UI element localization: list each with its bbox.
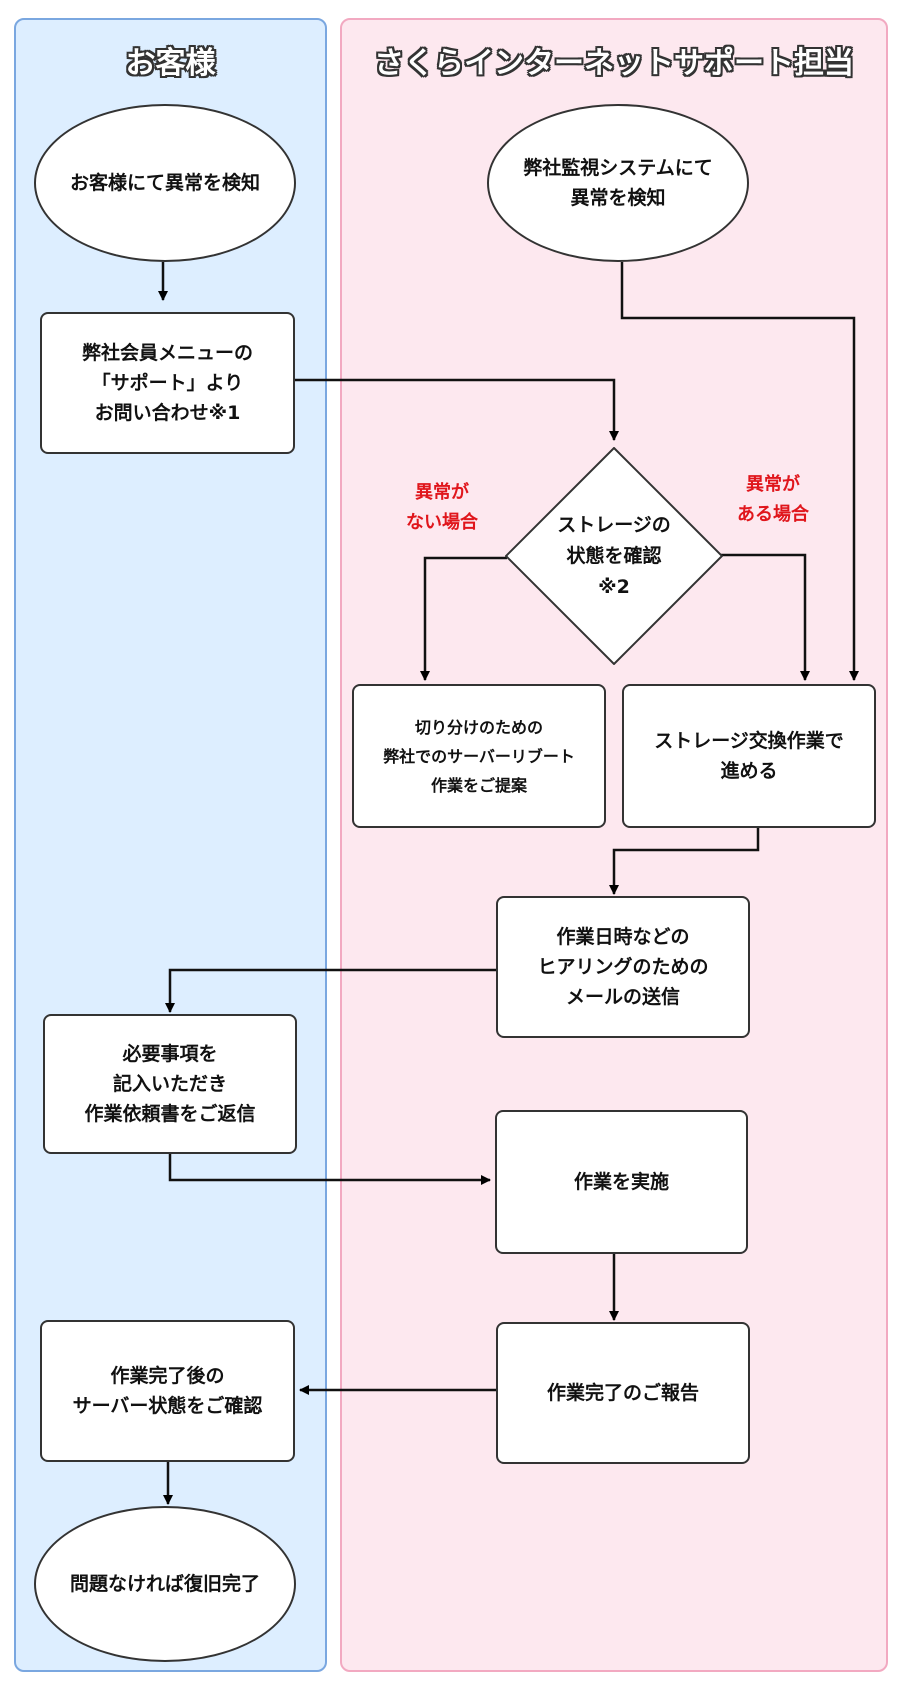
- node-check-storage: ストレージの 状態を確認 ※2: [504, 446, 724, 666]
- node-confirm-server: 作業完了後の サーバー状態をご確認: [40, 1320, 295, 1462]
- node-inquiry: 弊社会員メニューの 「サポート」より お問い合わせ※1: [40, 312, 295, 454]
- node-storage-replace: ストレージ交換作業で 進める: [622, 684, 876, 828]
- node-reply-form: 必要事項を 記入いただき 作業依頼書をご返信: [43, 1014, 297, 1154]
- node-system-detect: 弊社監視システムにて 異常を検知: [487, 104, 749, 262]
- edge-mail-to-reply: [165, 968, 496, 1013]
- lane-customer-title: お客様: [125, 46, 216, 81]
- node-propose-reboot: 切り分けのための 弊社でのサーバーリブート 作業をご提案: [352, 684, 606, 828]
- node-hearing-mail: 作業日時などの ヒアリングのための メールの送信: [496, 896, 750, 1038]
- branch-label-has-anomaly: 異常が ある場合: [737, 474, 809, 525]
- edge-reply-to-work: [168, 1154, 491, 1185]
- node-recovered: 問題なければ復旧完了: [34, 1506, 296, 1662]
- edge-check-no: [420, 556, 507, 681]
- branch-label-no-anomaly: 異常が ない場合: [406, 482, 478, 533]
- edge-system-to-replace: [620, 262, 859, 681]
- node-customer-detect: お客様にて異常を検知: [34, 104, 296, 262]
- diamond-label: ストレージの 状態を確認 ※2: [557, 513, 671, 598]
- diamond-shape: [504, 446, 724, 666]
- edge-replace-to-mail: [609, 828, 760, 895]
- node-do-work: 作業を実施: [495, 1110, 748, 1254]
- node-report-done: 作業完了のご報告: [496, 1322, 750, 1464]
- lane-support-title: さくらインターネットサポート担当: [374, 46, 854, 81]
- edge-check-yes: [721, 553, 810, 681]
- edge-inquiry-to-check: [295, 378, 619, 441]
